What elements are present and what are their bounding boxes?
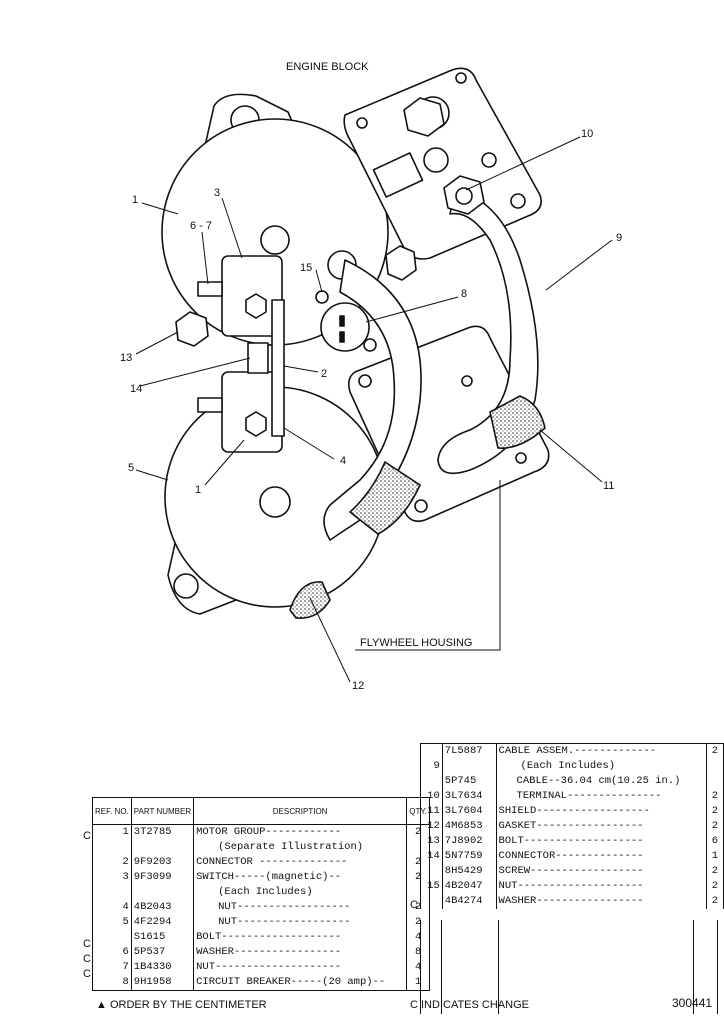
callout-circuit-breaker: 8 xyxy=(461,288,468,300)
callout-cable: 9 xyxy=(616,232,623,244)
order-note: ▲ ORDER BY THE CENTIMETER xyxy=(96,999,267,1011)
connector-strap xyxy=(271,299,285,437)
table-row: 9(Each Includes) xyxy=(420,759,724,774)
callout-motor-upper: 1 xyxy=(132,194,139,206)
callout-motor-lower: 5 xyxy=(128,462,135,474)
lower-motor-hole xyxy=(259,486,291,518)
change-mark: C xyxy=(83,830,91,842)
change-mark: C xyxy=(410,899,418,911)
change-mark: C xyxy=(83,968,91,980)
callout-bolt-washer: 6 - 7 xyxy=(190,220,213,232)
figure-number: 300441 xyxy=(672,996,713,1010)
callout-bolt-13: 13 xyxy=(120,352,133,364)
header-ref-no: REF. NO. xyxy=(92,797,132,825)
callout-nut-15: 15 xyxy=(300,262,313,274)
change-note: C INDICATES CHANGE xyxy=(410,999,529,1011)
change-mark: C xyxy=(83,953,91,965)
engine-block-label: ENGINE BLOCK xyxy=(286,61,369,73)
hex-bolt-13 xyxy=(175,311,209,347)
callout-shield: 11 xyxy=(603,480,615,492)
callout-switch: 3 xyxy=(214,187,221,199)
callout-gasket: 12 xyxy=(352,680,365,692)
callout-nut-5: 1 xyxy=(195,484,202,496)
table-blank-area xyxy=(420,920,718,1014)
hex-bolt xyxy=(385,245,417,281)
callout-connector-2: 2 xyxy=(321,368,328,380)
change-mark: C xyxy=(83,938,91,950)
circuit-breaker xyxy=(320,302,370,352)
table-row: (Separate Illustration) xyxy=(92,840,430,855)
header-description: DESCRIPTION xyxy=(193,797,408,825)
flywheel-housing-label: FLYWHEEL HOUSING xyxy=(360,637,473,649)
table-row: (Each Includes) xyxy=(92,885,430,900)
callout-connector-14: 14 xyxy=(130,383,143,395)
callout-terminal: 10 xyxy=(581,128,594,140)
starter-motor-wiring-diagram xyxy=(135,67,613,683)
gasket xyxy=(289,581,331,619)
shield-left xyxy=(349,461,421,535)
callout-nut-4: 4 xyxy=(340,455,347,467)
header-part-number: PART NUMBER xyxy=(131,797,195,825)
upper-motor-hole xyxy=(260,225,290,255)
shield-right xyxy=(489,395,546,449)
connector-14 xyxy=(247,342,269,374)
